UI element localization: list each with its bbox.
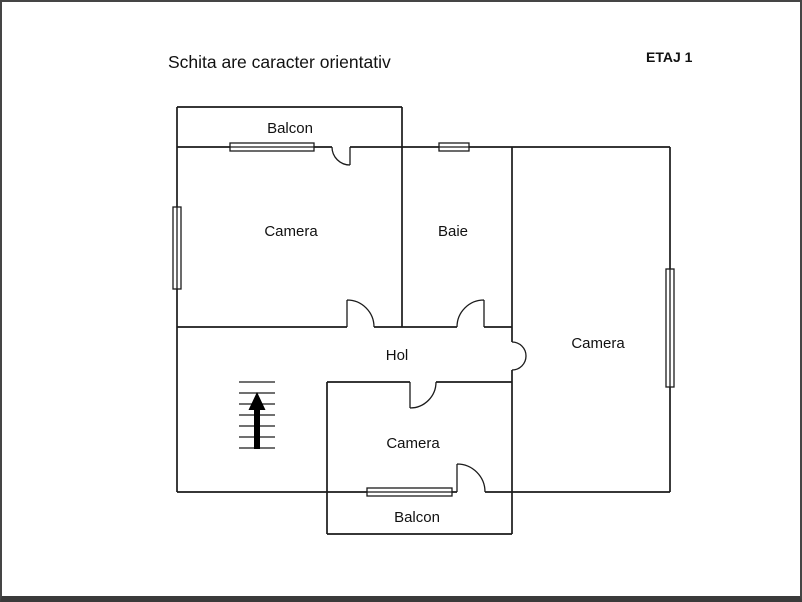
window-right-wall — [665, 268, 675, 388]
walls — [176, 106, 671, 535]
floor-label: ETAJ 1 — [646, 49, 693, 65]
window-balcon-top — [229, 142, 315, 152]
room-label-baie: Baie — [438, 223, 468, 240]
room-label-balcon-bottom: Balcon — [394, 509, 440, 526]
room-label-camera-top-left: Camera — [264, 223, 318, 240]
window-balcon-bottom — [366, 487, 453, 497]
stairs-icon — [239, 381, 275, 449]
window-baie — [438, 142, 470, 152]
room-label-camera-bottom: Camera — [386, 435, 440, 452]
room-label-hol: Hol — [386, 347, 409, 364]
window-left-wall — [172, 206, 182, 290]
page-title: Schita are caracter orientativ — [168, 52, 391, 72]
room-label-balcon-top: Balcon — [267, 120, 313, 137]
room-label-camera-right: Camera — [571, 335, 625, 352]
door-arcs — [331, 146, 527, 493]
up-arrow-icon — [248, 392, 266, 449]
